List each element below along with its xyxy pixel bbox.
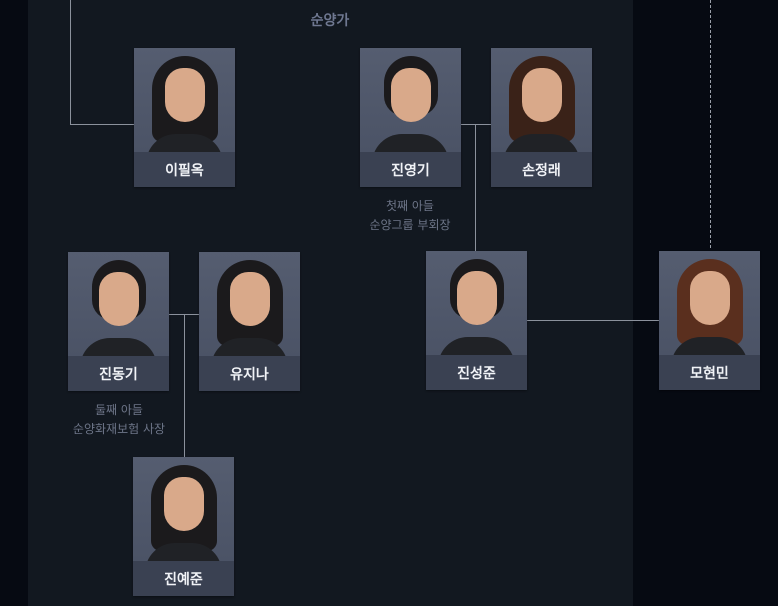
portrait-photo xyxy=(491,48,592,164)
connector-line xyxy=(184,314,185,457)
connector-line xyxy=(527,320,659,321)
member-description: 첫째 아들 순양그룹 부회장 xyxy=(350,197,470,235)
connector-line xyxy=(475,124,476,251)
portrait-photo xyxy=(426,251,527,367)
portrait-photo xyxy=(659,251,760,367)
member-card-son-jungrae[interactable]: 손정래 xyxy=(491,48,592,187)
portrait-photo xyxy=(199,252,300,368)
member-card-yu-jina[interactable]: 유지나 xyxy=(199,252,300,391)
dashed-connector-line xyxy=(710,0,711,248)
family-title: 순양가 xyxy=(310,13,350,29)
member-name: 진영기 xyxy=(360,152,461,187)
member-name: 손정래 xyxy=(491,152,592,187)
member-name: 진동기 xyxy=(68,356,169,391)
description-line: 첫째 아들 xyxy=(386,199,434,213)
portrait-photo xyxy=(68,252,169,368)
portrait-photo xyxy=(133,457,234,573)
member-card-jin-yejun[interactable]: 진예준 xyxy=(133,457,234,596)
member-name: 진성준 xyxy=(426,355,527,390)
connector-line xyxy=(461,124,491,125)
member-name: 유지나 xyxy=(199,356,300,391)
member-description: 둘째 아들 순양화재보험 사장 xyxy=(54,401,184,439)
member-card-lee-piloak[interactable]: 이필옥 xyxy=(134,48,235,187)
member-card-jin-seongjun[interactable]: 진성준 xyxy=(426,251,527,390)
member-card-jin-younggi[interactable]: 진영기 xyxy=(360,48,461,187)
description-line: 순양그룹 부회장 xyxy=(369,218,451,232)
member-card-jin-donggi[interactable]: 진동기 xyxy=(68,252,169,391)
portrait-photo xyxy=(134,48,235,164)
member-name: 진예준 xyxy=(133,561,234,596)
description-line: 순양화재보험 사장 xyxy=(72,422,166,436)
description-line: 둘째 아들 xyxy=(95,403,143,417)
portrait-photo xyxy=(360,48,461,164)
connector-line xyxy=(70,124,134,125)
connector-line xyxy=(70,0,71,125)
member-name: 모현민 xyxy=(659,355,760,390)
member-card-mo-hyeonmin[interactable]: 모현민 xyxy=(659,251,760,390)
member-name: 이필옥 xyxy=(134,152,235,187)
